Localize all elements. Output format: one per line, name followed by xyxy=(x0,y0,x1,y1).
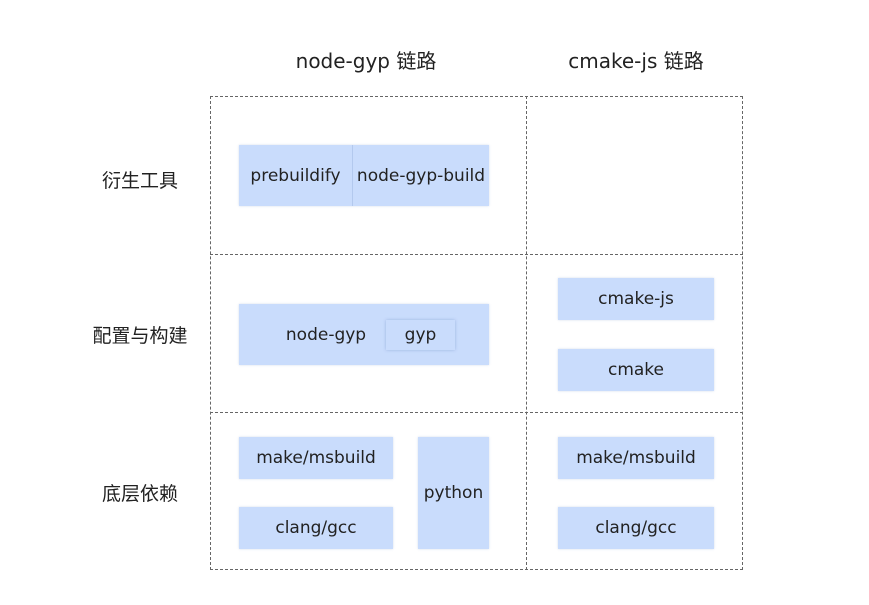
grid-column-divider xyxy=(526,96,527,570)
node-python: python xyxy=(418,437,489,549)
node-clang-gcc-left: clang/gcc xyxy=(239,507,393,549)
grid-row-divider-1 xyxy=(210,254,743,255)
node-cmake-js: cmake-js xyxy=(558,278,714,320)
row-label-derived-tools: 衍生工具 xyxy=(101,170,178,192)
node-make-msbuild-left: make/msbuild xyxy=(239,437,393,479)
grid-frame xyxy=(210,96,743,570)
row-label-config-build: 配置与构建 xyxy=(92,325,188,347)
column-header-cmake-js: cmake-js 链路 xyxy=(568,49,704,73)
node-make-msbuild-right: make/msbuild xyxy=(558,437,714,479)
derived-tools-group xyxy=(239,145,489,206)
row-label-base-deps: 底层依赖 xyxy=(101,483,178,505)
node-node-gyp: node-gyp xyxy=(285,324,367,345)
node-gyp-inner: gyp xyxy=(386,320,455,350)
node-prebuildify: prebuildify xyxy=(250,165,341,186)
derived-tools-separator xyxy=(352,145,353,206)
grid-row-divider-2 xyxy=(210,412,743,413)
column-header-node-gyp: node-gyp 链路 xyxy=(295,49,437,73)
node-cmake: cmake xyxy=(558,349,714,391)
node-node-gyp-build: node-gyp-build xyxy=(356,165,486,186)
node-clang-gcc-right: clang/gcc xyxy=(558,507,714,549)
